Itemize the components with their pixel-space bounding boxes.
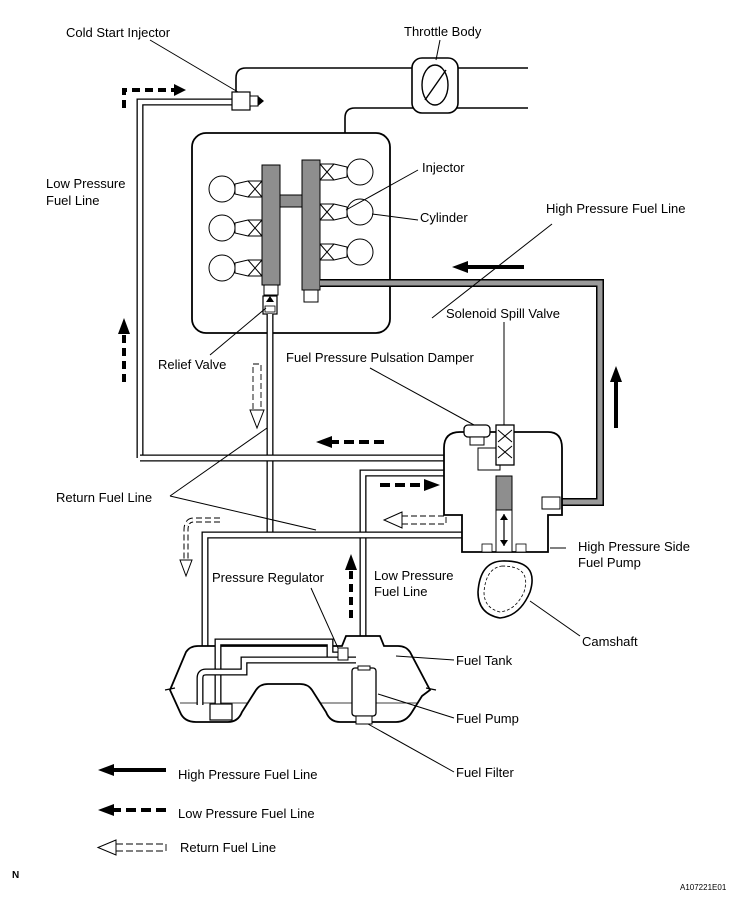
labels: Cold Start Injector Throttle Body Inject… (46, 24, 690, 780)
label-fuel-tank: Fuel Tank (456, 653, 513, 668)
label-high-pressure-fuel-line: High Pressure Fuel Line (546, 201, 685, 216)
lp-flow-arrow-upper-left (316, 436, 384, 448)
label-throttle-body: Throttle Body (404, 24, 482, 39)
label-solenoid-spill-valve: Solenoid Spill Valve (446, 306, 560, 321)
tank-inner-lines (196, 638, 356, 705)
lp-flow-arrow-cold-start (122, 84, 186, 108)
lp-flow-arrow-left-up (118, 318, 130, 382)
label-low-pressure-fuel-line-mid-1: Low Pressure (374, 568, 453, 583)
label-cold-start-injector: Cold Start Injector (66, 25, 171, 40)
return-line-to-tank (201, 531, 468, 655)
low-pressure-line-cold-start (136, 98, 232, 458)
legend-return-label: Return Fuel Line (180, 840, 276, 855)
label-high-pressure-side-fuel-pump-1: High Pressure Side (578, 539, 690, 554)
label-return-fuel-line: Return Fuel Line (56, 490, 152, 505)
label-pressure-regulator: Pressure Regulator (212, 570, 325, 585)
label-low-pressure-fuel-line-mid-2: Fuel Line (374, 584, 427, 599)
label-camshaft: Camshaft (582, 634, 638, 649)
fuel-tank (164, 635, 437, 723)
legend-high-pressure-label: High Pressure Fuel Line (178, 767, 317, 782)
label-low-pressure-fuel-line-top-2: Fuel Line (46, 193, 99, 208)
label-high-pressure-side-fuel-pump-2: Fuel Pump (578, 555, 641, 570)
legend-high-pressure-arrow (98, 764, 166, 776)
lp-flow-arrow-mid-up (345, 554, 357, 618)
high-pressure-side-fuel-pump (443, 431, 563, 553)
solenoid-spill-valve (495, 424, 515, 466)
intake-air-duct (235, 57, 528, 133)
leader-lines (149, 39, 581, 773)
fuel-filter (355, 715, 373, 725)
label-fuel-pump: Fuel Pump (456, 711, 519, 726)
label-fuel-pressure-pulsation-damper: Fuel Pressure Pulsation Damper (286, 350, 475, 365)
label-relief-valve: Relief Valve (158, 357, 226, 372)
legend-return-arrow (96, 839, 167, 856)
return-flow-arrow-relief (249, 363, 265, 430)
corner-mark: N (12, 870, 19, 881)
camshaft (477, 560, 533, 619)
cold-start-injector (231, 91, 264, 111)
pressure-regulator (337, 647, 349, 661)
label-low-pressure-fuel-line-top-1: Low Pressure (46, 176, 125, 191)
high-pressure-line (320, 279, 604, 506)
hp-flow-arrow-right-up (610, 366, 622, 428)
legend: High Pressure Fuel Line Low Pressure Fue… (96, 764, 317, 856)
legend-low-pressure-arrow (98, 804, 166, 816)
pulsation-damper (463, 424, 491, 446)
relief-valve (262, 295, 278, 315)
lp-flow-arrow-to-pump (380, 479, 440, 491)
return-flow-arrow-curve (179, 517, 220, 578)
legend-low-pressure-label: Low Pressure Fuel Line (178, 806, 315, 821)
label-injector: Injector (422, 160, 465, 175)
hp-flow-arrow-top (452, 261, 524, 273)
figure-id: A107221E01 (680, 883, 727, 892)
left-bank-cylinders (208, 175, 263, 282)
label-fuel-filter: Fuel Filter (456, 765, 514, 780)
label-cylinder: Cylinder (420, 210, 468, 225)
delivery-pipes (261, 159, 321, 303)
return-flow-arrow-lower (382, 511, 447, 529)
